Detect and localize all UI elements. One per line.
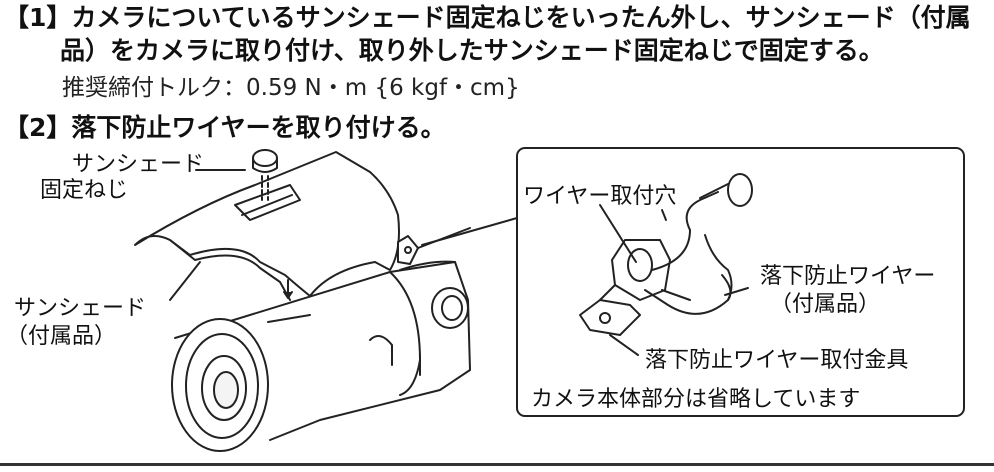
label-sunshade-line1: サンシェード — [14, 296, 147, 321]
label-wire-line2: （付属品） — [770, 292, 881, 317]
torque-spec: 推奨締付トルク：0.59 N・m {6 kgf・cm} — [62, 75, 520, 101]
safety-wire — [644, 173, 753, 315]
bottom-divider — [0, 463, 994, 466]
step2-title: 【2】落下防止ワイヤーを取り付ける。 — [4, 113, 446, 142]
sunshade-screw — [252, 149, 278, 201]
label-wire-line1: 落下防止ワイヤー — [760, 264, 936, 289]
label-bracket: 落下防止ワイヤー取付金具 — [645, 348, 909, 373]
sunshade — [134, 151, 400, 301]
label-wire-hole: ワイヤー取付穴 — [523, 184, 677, 209]
step1-line1: 【1】カメラについているサンシェード固定ねじをいったん外し、サンシェード（付属 — [4, 3, 971, 32]
label-sunshade-line2: （付属品） — [6, 324, 117, 349]
label-sunshade-screw-line2: 固定ねじ — [40, 178, 129, 203]
wire-bracket-detail — [579, 239, 671, 336]
step1-line2: 品）をカメラに取り付け、取り外したサンシェード固定ねじで固定する。 — [60, 36, 884, 65]
label-omitted-note: カメラ本体部分は省略しています — [531, 387, 861, 412]
camera-lens — [171, 314, 311, 452]
label-sunshade-screw-line1: サンシェード — [72, 152, 205, 177]
